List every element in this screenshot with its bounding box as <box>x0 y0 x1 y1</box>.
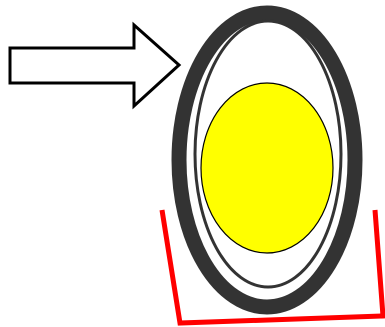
yolk <box>201 83 333 253</box>
